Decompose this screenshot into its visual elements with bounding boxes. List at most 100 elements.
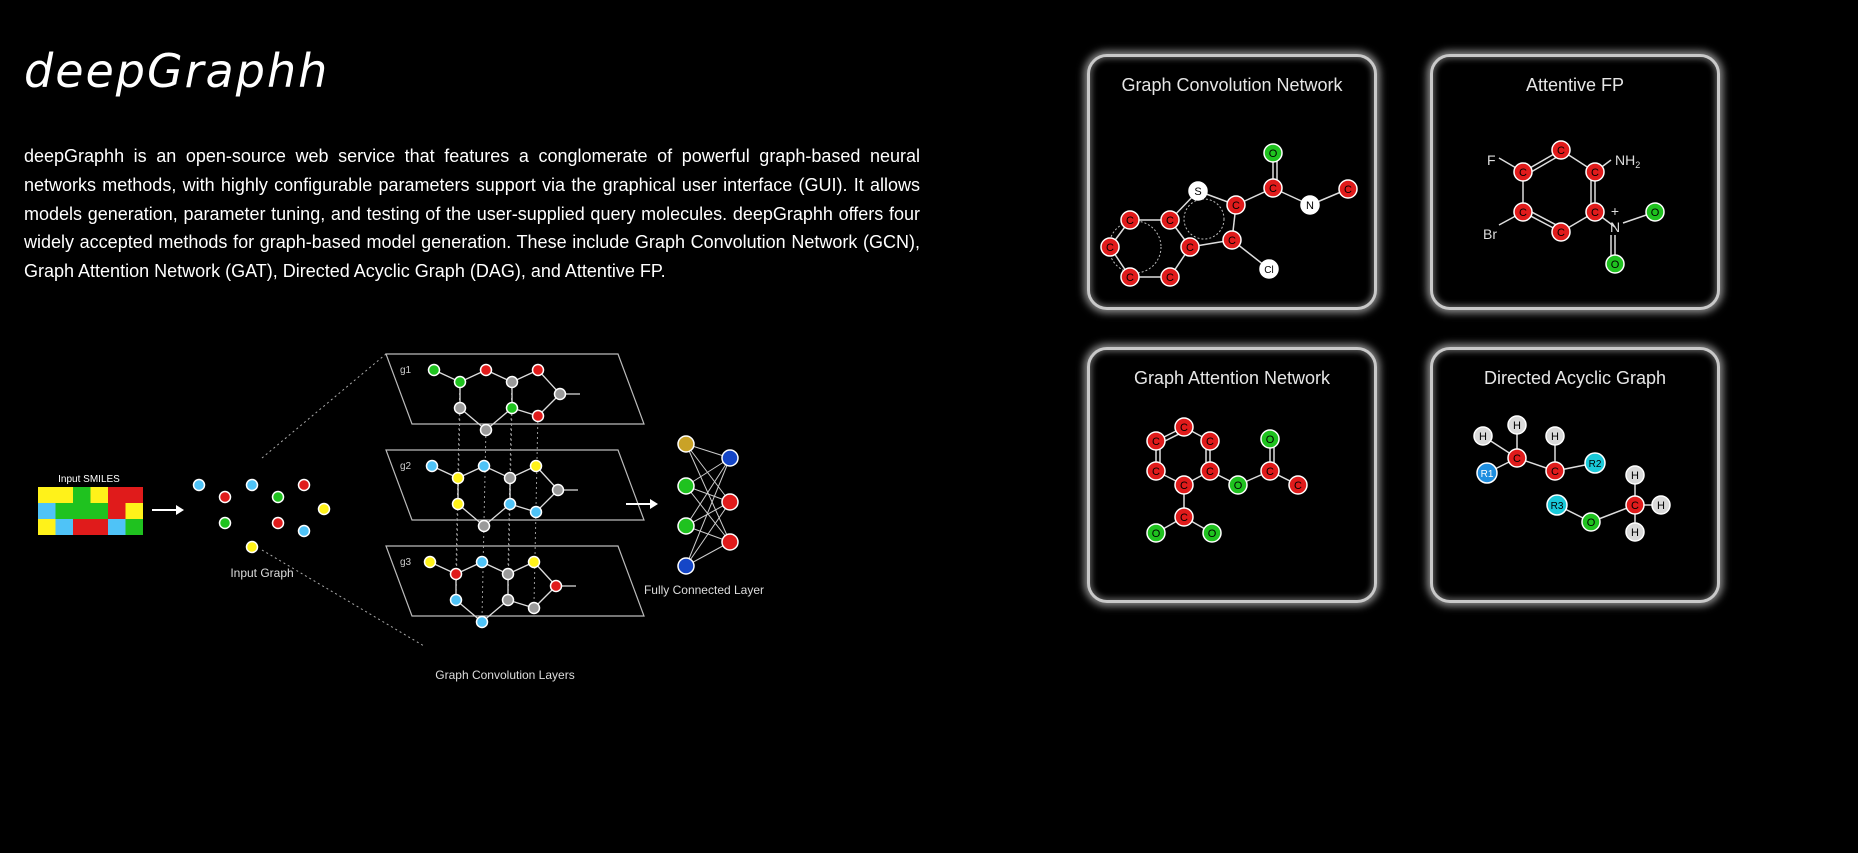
atom-label: C <box>1166 215 1174 227</box>
smiles-cell <box>125 503 143 519</box>
atom-node <box>1625 522 1645 542</box>
atom-label: O <box>1152 528 1161 540</box>
atom-node <box>677 435 695 453</box>
atom-node <box>449 593 463 607</box>
layer-name-g1: g1 <box>400 365 412 376</box>
atom-label: C <box>1180 422 1188 434</box>
atom-label: S <box>1194 186 1201 198</box>
atom-node <box>1546 494 1568 516</box>
card-title: Directed Acyclic Graph <box>1483 368 1667 388</box>
atom-node <box>317 502 331 516</box>
atom-node <box>1226 195 1246 215</box>
atom-label: C <box>1591 167 1599 179</box>
atom-label-br: Br <box>1483 226 1497 242</box>
layers-label: Graph Convolution Layers <box>435 668 574 682</box>
atom-node <box>1507 415 1527 435</box>
atom-node <box>501 593 515 607</box>
atom-node <box>529 459 543 473</box>
smiles-cell <box>125 519 143 535</box>
smiles-cell <box>38 503 56 519</box>
atom-label: C <box>1519 167 1527 179</box>
atom-label: O <box>1587 517 1596 529</box>
atom-node <box>425 459 439 473</box>
arrow-right-icon <box>626 499 658 509</box>
atom-node <box>297 478 311 492</box>
card-title: Graph Attention Network <box>1133 368 1331 388</box>
atom-node <box>721 493 739 511</box>
atom-node <box>271 516 285 530</box>
atom-node <box>553 387 567 401</box>
atom-node <box>1260 429 1280 449</box>
atom-node <box>1174 417 1194 437</box>
arrow-right-icon <box>152 505 184 515</box>
atom-node <box>1473 426 1493 446</box>
atom-node <box>1585 202 1605 222</box>
atom-node <box>1545 461 1565 481</box>
atom-node <box>271 490 285 504</box>
atom-label-nh2: NH <box>1615 152 1635 168</box>
atom-node <box>477 519 491 533</box>
atom-label: C <box>1126 272 1134 284</box>
atom-node <box>1188 181 1208 201</box>
atom-node <box>1146 461 1166 481</box>
atom-node <box>1120 210 1140 230</box>
fc-edge <box>685 443 731 543</box>
atom-node <box>449 567 463 581</box>
atom-label: R2 <box>1589 459 1602 470</box>
atom-label-n: N <box>1610 219 1620 235</box>
atom-node <box>1160 267 1180 287</box>
atom-label: O <box>1208 528 1217 540</box>
smiles-cell <box>73 519 91 535</box>
atom-label: H <box>1657 500 1665 512</box>
atom-node <box>501 567 515 581</box>
atom-label: H <box>1551 431 1559 443</box>
atom-node <box>1507 448 1527 468</box>
atom-label: C <box>1557 145 1565 157</box>
atom-label: C <box>1513 453 1521 465</box>
atom-node <box>427 363 441 377</box>
atom-node <box>1513 162 1533 182</box>
atom-node <box>1584 452 1606 474</box>
atom-node <box>531 409 545 423</box>
convolution-layers <box>423 363 580 629</box>
atom-node <box>451 471 465 485</box>
smiles-cell <box>55 519 73 535</box>
gcn-pipeline-diagram: Input SMILES Input Graph g1 g2 g3 Graph … <box>38 353 764 682</box>
smiles-cell <box>55 503 73 519</box>
atom-label: H <box>1513 420 1521 432</box>
fc-edge <box>685 501 731 567</box>
atom-node <box>192 478 206 492</box>
atom-label: C <box>1106 242 1114 254</box>
input-smiles-label: Input SMILES <box>58 474 120 485</box>
atom-label: C <box>1294 480 1302 492</box>
smiles-cell <box>90 503 108 519</box>
atom-node <box>475 615 489 629</box>
atom-node <box>475 555 489 569</box>
smiles-cell <box>108 487 126 503</box>
atom-node <box>1338 179 1358 199</box>
input-graph <box>192 478 331 554</box>
smiles-cell <box>55 487 73 503</box>
atom-label: C <box>1631 500 1639 512</box>
layer-name-g3: g3 <box>400 557 412 568</box>
atom-node <box>1200 461 1220 481</box>
atom-node <box>721 533 739 551</box>
atom-node <box>1160 210 1180 230</box>
atom-node <box>1200 431 1220 451</box>
atom-node <box>1146 523 1166 543</box>
atom-label: C <box>1228 235 1236 247</box>
atom-node <box>551 483 565 497</box>
svg-text:NH2: NH2 <box>1615 152 1640 170</box>
smiles-cell <box>73 503 91 519</box>
atom-node <box>1263 143 1283 163</box>
atom-node <box>453 401 467 415</box>
atom-node <box>245 478 259 492</box>
atom-label: C <box>1206 466 1214 478</box>
atom-node <box>549 579 563 593</box>
fc-label: Fully Connected Layer <box>644 583 764 597</box>
